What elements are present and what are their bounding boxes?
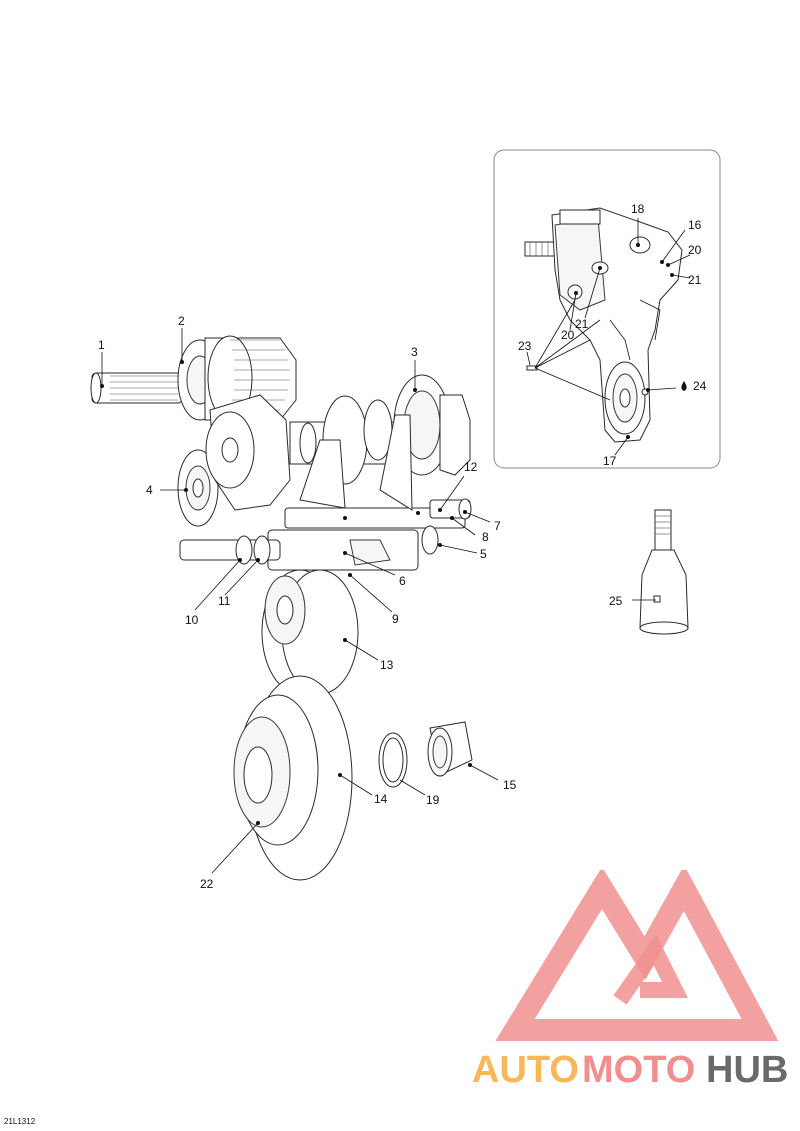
logo-text-auto: AUTO: [472, 1049, 579, 1091]
callout-15: 15: [503, 778, 517, 792]
callout-11: 11: [218, 594, 231, 608]
callout-18: 18: [631, 202, 645, 216]
logo-triangle-mark: [495, 870, 779, 1041]
callout-labels: 1 2 3 4 5 6 7 8 9 10 11 12 13 14 15 19 2…: [98, 202, 707, 891]
callout-20-upper: 20: [688, 243, 702, 257]
callout-8: 8: [482, 530, 489, 544]
exploded-parts: [90, 335, 689, 881]
callout-20-lower: 20: [561, 328, 575, 342]
callout-6: 6: [399, 574, 406, 588]
callout-21-upper: 21: [688, 273, 702, 287]
callout-25: 25: [609, 594, 623, 608]
automotohub-watermark-logo: AUTO MOTO HUB: [472, 870, 788, 1091]
callout-12: 12: [464, 460, 478, 474]
callout-2: 2: [178, 314, 185, 328]
logo-text-hub: HUB: [706, 1049, 788, 1091]
inset-leaders: [526, 218, 691, 456]
callout-21-lower: 21: [575, 317, 589, 331]
drawing-reference-code: 21L1312: [4, 1117, 36, 1126]
callout-3: 3: [411, 345, 418, 359]
callout-23: 23: [518, 339, 532, 353]
callout-5: 5: [480, 547, 487, 561]
callout-1: 1: [98, 338, 105, 352]
callout-7: 7: [494, 519, 501, 533]
oil-drop-icon: [681, 381, 687, 391]
callout-16: 16: [688, 218, 702, 232]
callout-17: 17: [603, 454, 617, 468]
callout-19: 19: [426, 793, 440, 807]
callout-4: 4: [146, 483, 153, 497]
callout-9: 9: [392, 612, 399, 626]
callout-13: 13: [380, 658, 394, 672]
callout-22: 22: [200, 877, 214, 891]
inset-gearbox-housing: [524, 207, 683, 443]
leader-lines: [100, 328, 656, 874]
callout-10: 10: [185, 613, 199, 627]
callout-24: 24: [693, 379, 707, 393]
logo-text-moto: MOTO: [582, 1049, 695, 1091]
callout-14: 14: [374, 792, 388, 806]
